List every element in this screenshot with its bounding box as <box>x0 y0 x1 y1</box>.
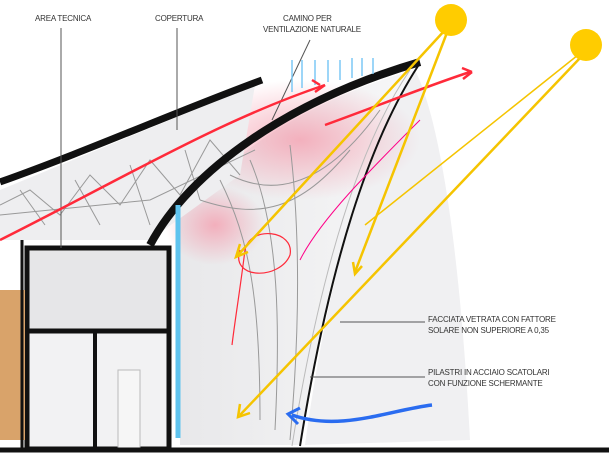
cool-air-arrowhead <box>285 406 301 426</box>
label-copertura: COPERTURA <box>155 14 204 23</box>
leader-lines <box>60 28 425 378</box>
area-tecnica-box <box>24 245 172 334</box>
label-area-tecnica: AREA TECNICA <box>35 14 92 23</box>
exterior-facade-shade <box>305 70 470 445</box>
main-roof-copertura <box>146 58 422 247</box>
ventilation-down-arrows <box>291 58 374 92</box>
left-truss-zone <box>0 85 255 240</box>
left-roof <box>0 76 264 186</box>
label-camino-1: CAMINO PER <box>283 14 332 23</box>
cool-air-arrow <box>291 403 433 423</box>
door <box>117 369 141 449</box>
truss-structure <box>0 109 381 441</box>
sun-icon <box>435 4 467 36</box>
warm-air-arrows <box>0 66 473 346</box>
lower-room <box>24 328 172 452</box>
label-facciata-1: FACCIATA VETRATA CON FATTORE <box>428 315 556 324</box>
label-pilastri-1: PILASTRI IN ACCIAIO SCATOLARI <box>428 368 550 377</box>
sun-icon <box>570 29 602 61</box>
label-camino-2: VENTILAZIONE NATURALE <box>263 25 361 34</box>
label-facciata-2: SOLARE NON SUPERIORE A 0,35 <box>428 326 549 335</box>
label-pilastri-2: CON FUNZIONE SCHERMANTE <box>428 379 543 388</box>
sun-ray-arrows <box>234 29 581 419</box>
